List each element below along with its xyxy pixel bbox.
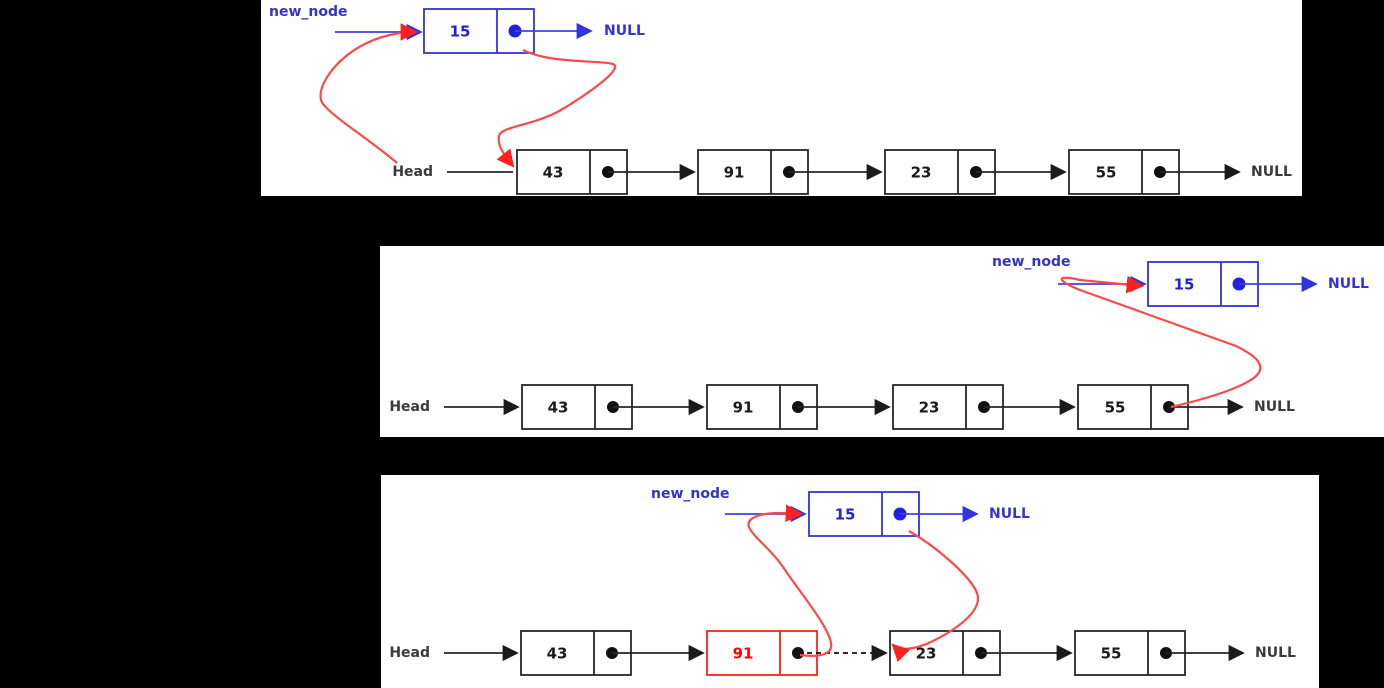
red-curve-new-node-to-first [496, 49, 617, 168]
list-node-55: 55 [1074, 630, 1186, 676]
red-curve-tail-to-new-node [1060, 275, 1262, 409]
diagram-panel-insert-at-head: new_node 15 NULL Head 43 91 [261, 0, 1302, 196]
new-node-box: 15 [808, 491, 920, 537]
diagram-panel-insert-in-middle: new_node 15 NULL Head 43 91 [381, 475, 1319, 688]
list-node-43: 43 [516, 149, 628, 195]
list-node-91: 91 [706, 384, 818, 430]
head-label: Head [392, 164, 433, 180]
new-node-label: new_node [651, 486, 730, 502]
new-node-null-label: NULL [989, 506, 1030, 522]
node-value: 43 [543, 164, 564, 182]
new-node-label: new_node [269, 4, 348, 20]
node-value: 55 [1096, 164, 1117, 182]
tail-null-label: NULL [1251, 164, 1292, 180]
insert-in-middle-svg: new_node 15 NULL Head 43 91 [389, 486, 1296, 676]
new-node-value: 15 [450, 23, 471, 41]
node-value: 43 [547, 645, 568, 663]
tail-null-label: NULL [1254, 399, 1295, 415]
diagram-panel-insert-at-tail: new_node 15 NULL Head 43 91 [380, 246, 1384, 437]
new-node-value: 15 [1174, 276, 1195, 294]
head-label: Head [389, 645, 430, 661]
head-label: Head [389, 399, 430, 415]
red-curve-head-to-new-node [319, 23, 419, 164]
node-value: 43 [548, 399, 569, 417]
red-curve-new-node-to-next [891, 530, 980, 663]
new-node-null-label: NULL [604, 23, 645, 39]
node-value: 23 [911, 164, 932, 182]
node-value: 91 [724, 164, 745, 182]
node-value: 55 [1105, 399, 1126, 417]
node-value: 55 [1101, 645, 1122, 663]
node-value: 23 [919, 399, 940, 417]
node-value: 23 [916, 645, 937, 663]
new-node-label: new_node [992, 254, 1071, 270]
node-value: 91 [733, 645, 754, 663]
tail-null-label: NULL [1255, 645, 1296, 661]
node-value: 91 [733, 399, 754, 417]
red-curve-prev-to-new-node [747, 504, 833, 657]
new-node-null-label: NULL [1328, 276, 1369, 292]
insert-at-tail-svg: new_node 15 NULL Head 43 91 [389, 254, 1369, 430]
insert-at-head-svg: new_node 15 NULL Head 43 91 [269, 4, 1292, 195]
new-node-value: 15 [835, 506, 856, 524]
